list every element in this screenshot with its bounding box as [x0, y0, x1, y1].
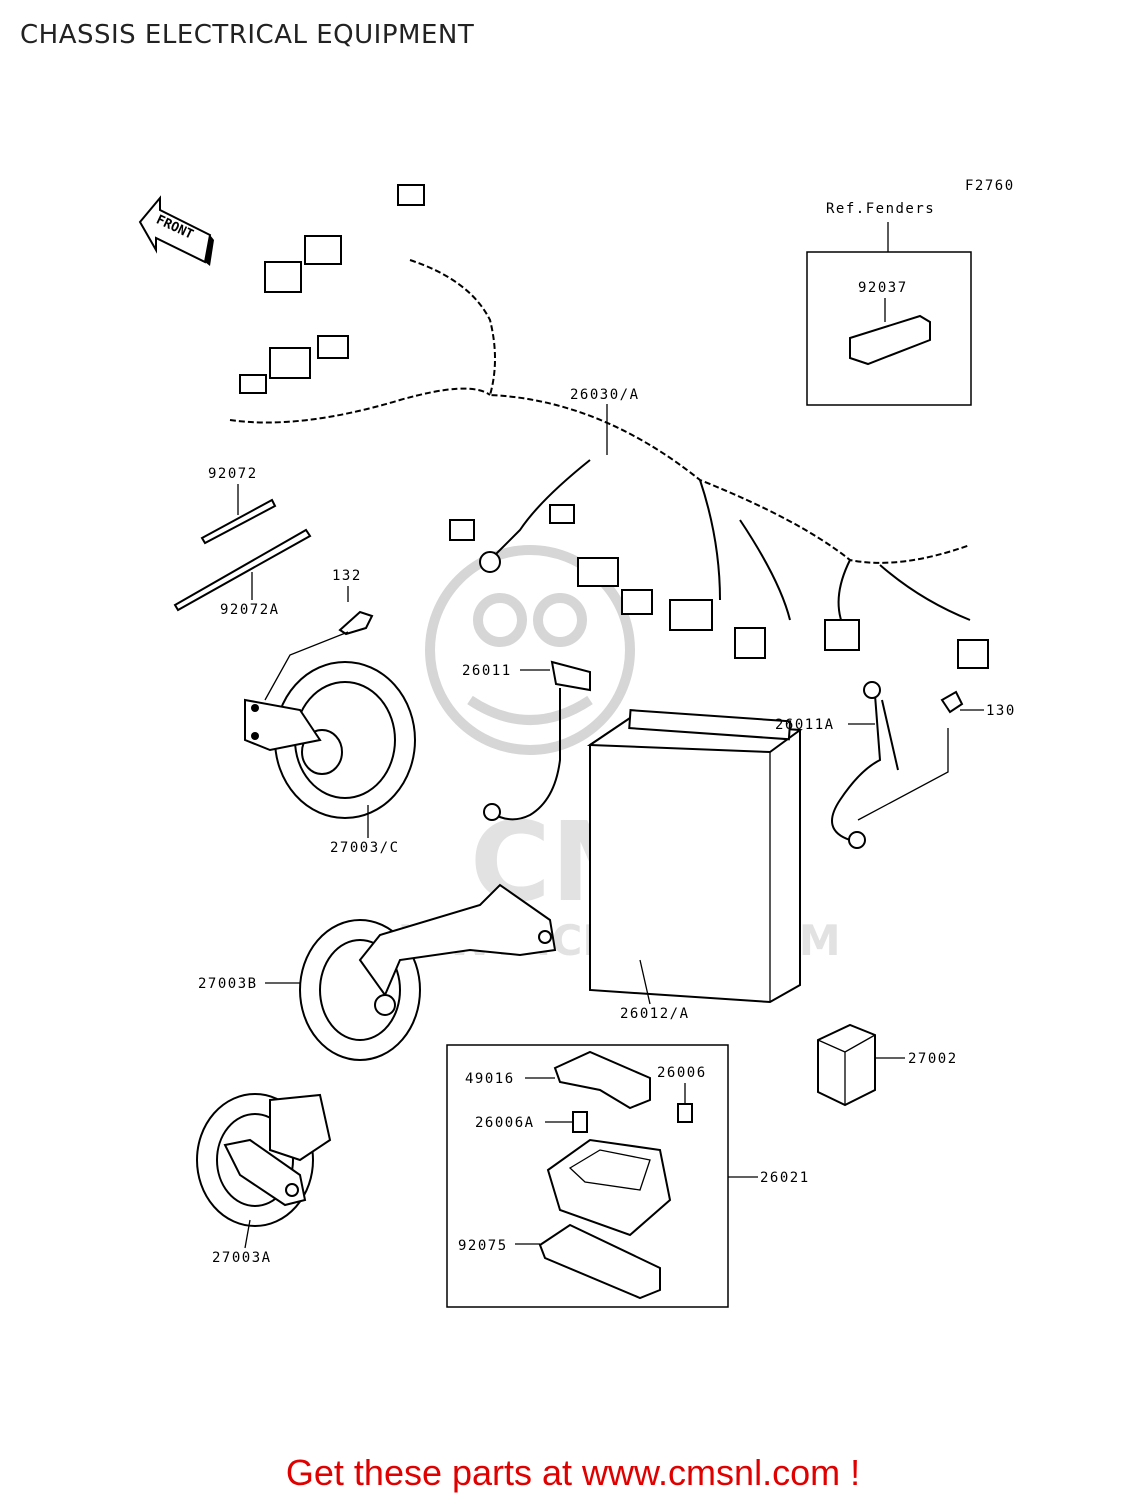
label-26021: 26021 [760, 1170, 810, 1186]
cable-tie-long-part [173, 528, 312, 612]
cable-terminal [483, 803, 501, 821]
harness-connector [621, 589, 653, 615]
wiring-harness: 26030/A [229, 184, 989, 669]
cable-ties: 92072 92072A [173, 466, 312, 618]
harness-connector [239, 374, 267, 394]
battery-cable-26011: 26011 [462, 660, 591, 821]
battery-cable-26011A: 26011A 130 [775, 681, 1016, 849]
relay-body [817, 1023, 876, 1107]
label-132: 132 [332, 568, 362, 584]
label-27003B: 27003B [198, 976, 258, 992]
bolt-part [338, 610, 374, 636]
harness-connector [669, 599, 713, 631]
label-27002: 27002 [908, 1051, 958, 1067]
label-130: 130 [986, 703, 1016, 719]
cable-terminal [863, 681, 881, 699]
horn-bracket [244, 698, 322, 752]
bolt-132: 132 [264, 568, 374, 701]
label-27003A: 27003A [212, 1250, 272, 1266]
fuse-box-lid-part [538, 1223, 661, 1300]
harness-connector [449, 519, 475, 541]
fuse-box-part [546, 1138, 672, 1237]
fuse-part [572, 1111, 588, 1133]
ref-fenders-box [806, 251, 972, 406]
label-26012A: 26012/A [620, 1006, 690, 1022]
harness-connector [957, 639, 989, 669]
figure-code: F2760 [965, 178, 1015, 194]
front-arrow-icon: FRONT [138, 195, 214, 266]
cable-tie-part [200, 498, 277, 545]
relay-27002: 27002 [817, 1023, 958, 1107]
harness-connector [264, 261, 302, 293]
label-27003C: 27003/C [330, 840, 400, 856]
page-title: CHASSIS ELECTRICAL EQUIPMENT [20, 20, 475, 50]
cable-boot [550, 660, 591, 692]
label-92072A: 92072A [220, 602, 280, 618]
ref-fenders-group: Ref.Fenders 92037 [806, 201, 972, 406]
label-26006: 26006 [657, 1065, 707, 1081]
horn-27003B: 27003B [198, 883, 557, 1061]
bolt-130-part [940, 690, 964, 714]
harness-connector [577, 557, 619, 587]
label-26006A: 26006A [475, 1115, 535, 1131]
horn-bracket [358, 883, 557, 998]
fuse-cover-part [553, 1050, 651, 1110]
fuse-box-group: 49016 26006 26006A 92075 26021 [446, 1044, 810, 1308]
harness-connector [397, 184, 425, 206]
footer-cta-link[interactable]: Get these parts at www.cmsnl.com ! [285, 1452, 861, 1493]
horn-27003C: 27003/C [244, 661, 416, 856]
fuse-box-frame [446, 1044, 729, 1308]
battery-26012A: 26012/A [586, 709, 803, 1022]
harness-connector [549, 504, 575, 524]
horn-bracket [223, 1138, 307, 1207]
harness-connector [304, 235, 342, 265]
label-49016: 49016 [465, 1071, 515, 1087]
harness-connector [269, 347, 311, 379]
fuse-part [677, 1103, 693, 1123]
label-92037: 92037 [858, 280, 908, 296]
label-92072: 92072 [208, 466, 258, 482]
ref-fenders-label: Ref.Fenders [826, 201, 935, 217]
label-92075: 92075 [458, 1238, 508, 1254]
harness-connector [824, 619, 860, 651]
horn-27003A: 27003A [196, 1093, 332, 1266]
harness-connector [734, 627, 766, 659]
cable-terminal [848, 831, 866, 849]
harness-connector [317, 335, 349, 359]
label-26011A: 26011A [775, 717, 835, 733]
battery-body [589, 716, 801, 1004]
label-26030A: 26030/A [570, 387, 640, 403]
fender-clamp-part [849, 314, 931, 366]
label-26011: 26011 [462, 663, 512, 679]
harness-grommet [479, 551, 501, 573]
